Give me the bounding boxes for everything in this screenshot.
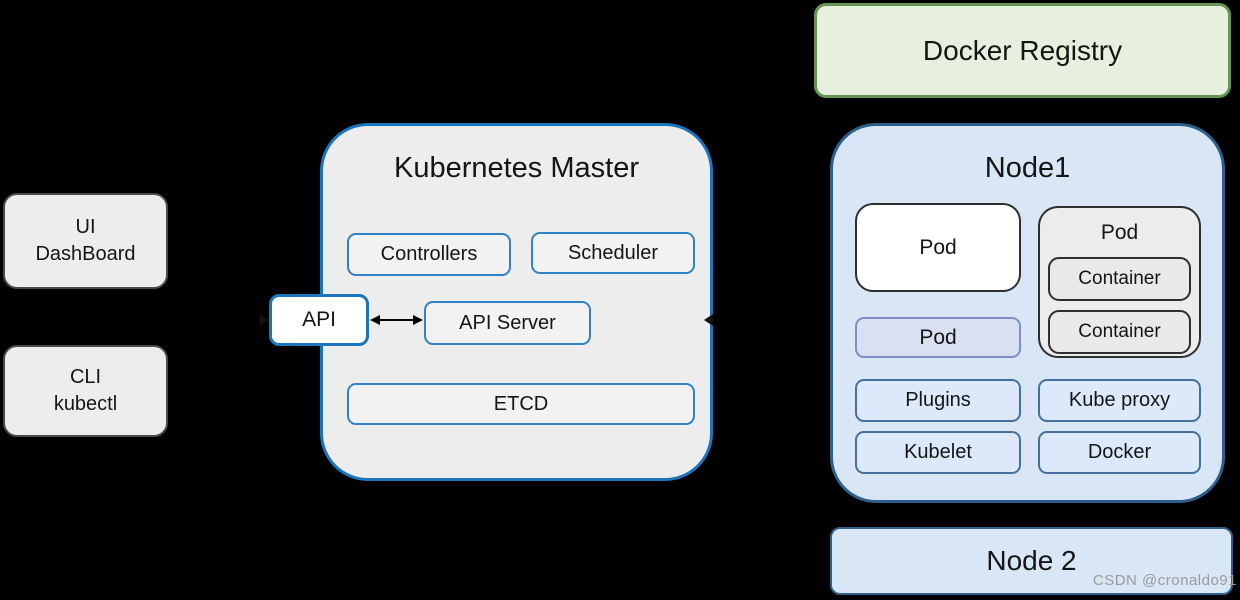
node1-title: Node1 <box>984 152 1071 184</box>
cli-kubectl-line1: CLI <box>69 366 102 388</box>
container-box: Container <box>1048 310 1191 354</box>
kubelet-box: Kubelet <box>855 431 1021 474</box>
scheduler-box: Scheduler <box>531 232 695 274</box>
kube-proxy-box: Kube proxy <box>1038 379 1201 422</box>
docker-registry-box: Docker Registry <box>814 3 1231 98</box>
kubernetes-master-box: Kubernetes Master Controllers Scheduler … <box>320 123 713 481</box>
api-server-box: API Server <box>424 301 591 345</box>
etcd-box: ETCD <box>347 383 695 425</box>
ui-dashboard-box: UI DashBoard <box>3 193 168 289</box>
ui-dashboard-line2: DashBoard <box>35 243 136 265</box>
api-bidirectional-arrow <box>370 315 423 325</box>
watermark: CSDN @cronaldo91 <box>1092 572 1237 589</box>
pod-group-title: Pod <box>1100 221 1139 244</box>
container-box: Container <box>1048 257 1191 301</box>
arrowhead-into-master <box>704 314 713 326</box>
cli-kubectl-line2: kubectl <box>53 393 118 415</box>
pod-secondary-box: Pod <box>855 317 1021 358</box>
docker-box: Docker <box>1038 431 1201 474</box>
node1-box: Node1 Pod Pod Container Container Pod Pl… <box>830 123 1225 503</box>
api-box: API <box>269 294 369 346</box>
pod-box: Pod <box>855 203 1021 292</box>
cli-kubectl-box: CLI kubectl <box>3 345 168 437</box>
ui-dashboard-line1: UI <box>75 216 96 238</box>
controllers-box: Controllers <box>347 233 511 276</box>
pod-with-containers-box: Pod Container Container <box>1038 206 1201 358</box>
kubernetes-master-title: Kubernetes Master <box>393 152 639 184</box>
plugins-box: Plugins <box>855 379 1021 422</box>
node2-box: Node 2 <box>830 527 1233 595</box>
arrowhead-into-api <box>260 314 269 326</box>
